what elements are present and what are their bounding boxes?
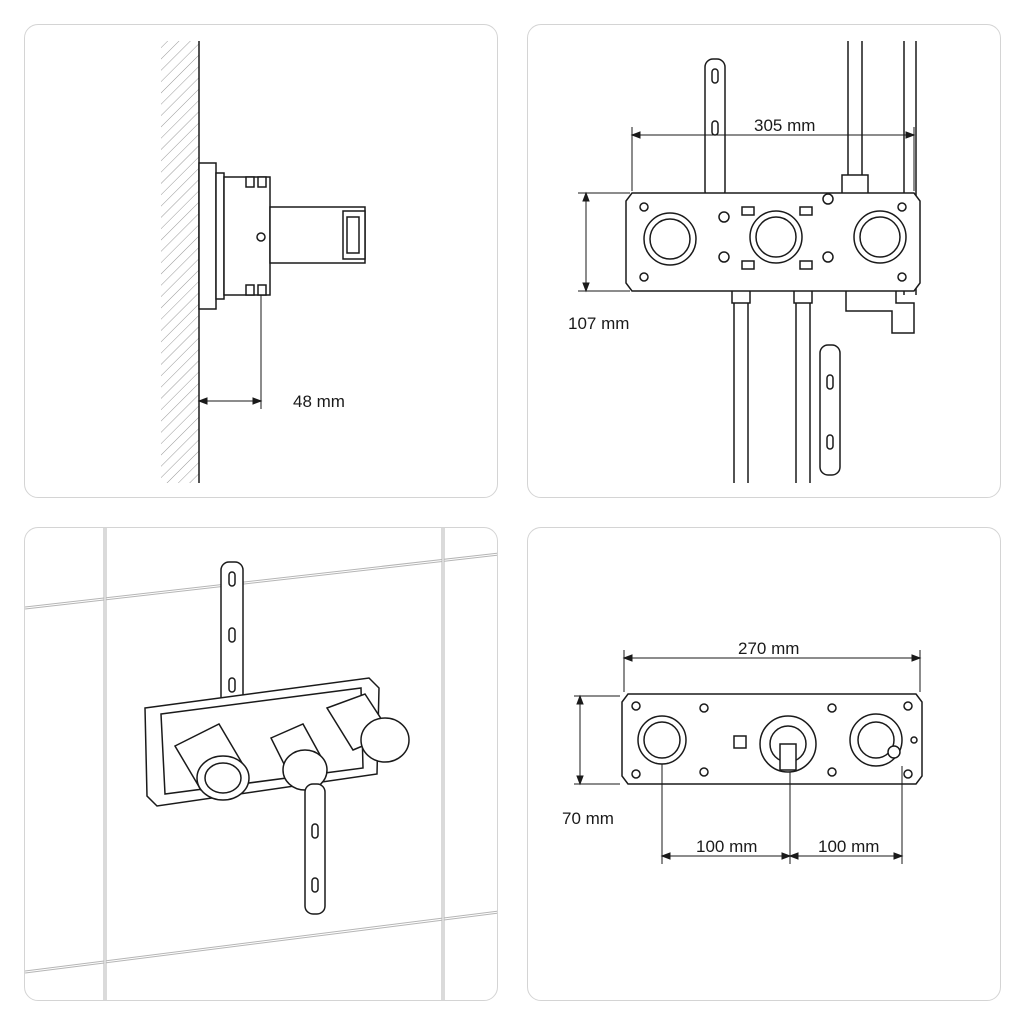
lower-bracket [304,783,326,915]
spacing-left-label: 100 mm [696,837,757,856]
width-dimension [622,650,922,692]
spacing-dimensions [660,764,904,864]
valve-bodies [173,693,410,801]
mounting-body-side [198,162,366,310]
height-dimension [574,694,620,786]
upper-bracket [220,561,244,709]
panel-front-install: 305 mm 107 mm [527,24,1001,498]
upper-bracket [704,58,726,200]
front-dimensions-drawing: 270 mm 70 mm [562,639,923,864]
spacing-right-label: 100 mm [818,837,879,856]
mounting-plate [625,192,921,292]
panel-side-view: 48 mm [24,24,498,498]
width-label: 305 mm [754,116,815,135]
tile-view-drawing [25,528,497,1000]
lower-bracket [819,344,841,476]
depth-dimension [197,295,263,409]
depth-label: 48 mm [293,392,345,411]
wall [161,41,200,483]
mounting-plate [621,693,923,785]
height-label: 107 mm [568,314,629,333]
mounting-plate [144,677,380,807]
height-dimension [578,191,630,293]
wall-tiles [25,528,497,1000]
width-label: 270 mm [738,639,799,658]
height-label: 70 mm [562,809,614,828]
panel-front-dimensions: 270 mm 70 mm [527,527,1001,1001]
front-install-drawing: 305 mm 107 mm [568,41,921,483]
width-dimension [630,127,916,191]
panel-tile-view [24,527,498,1001]
side-view-drawing: 48 mm [161,41,366,483]
